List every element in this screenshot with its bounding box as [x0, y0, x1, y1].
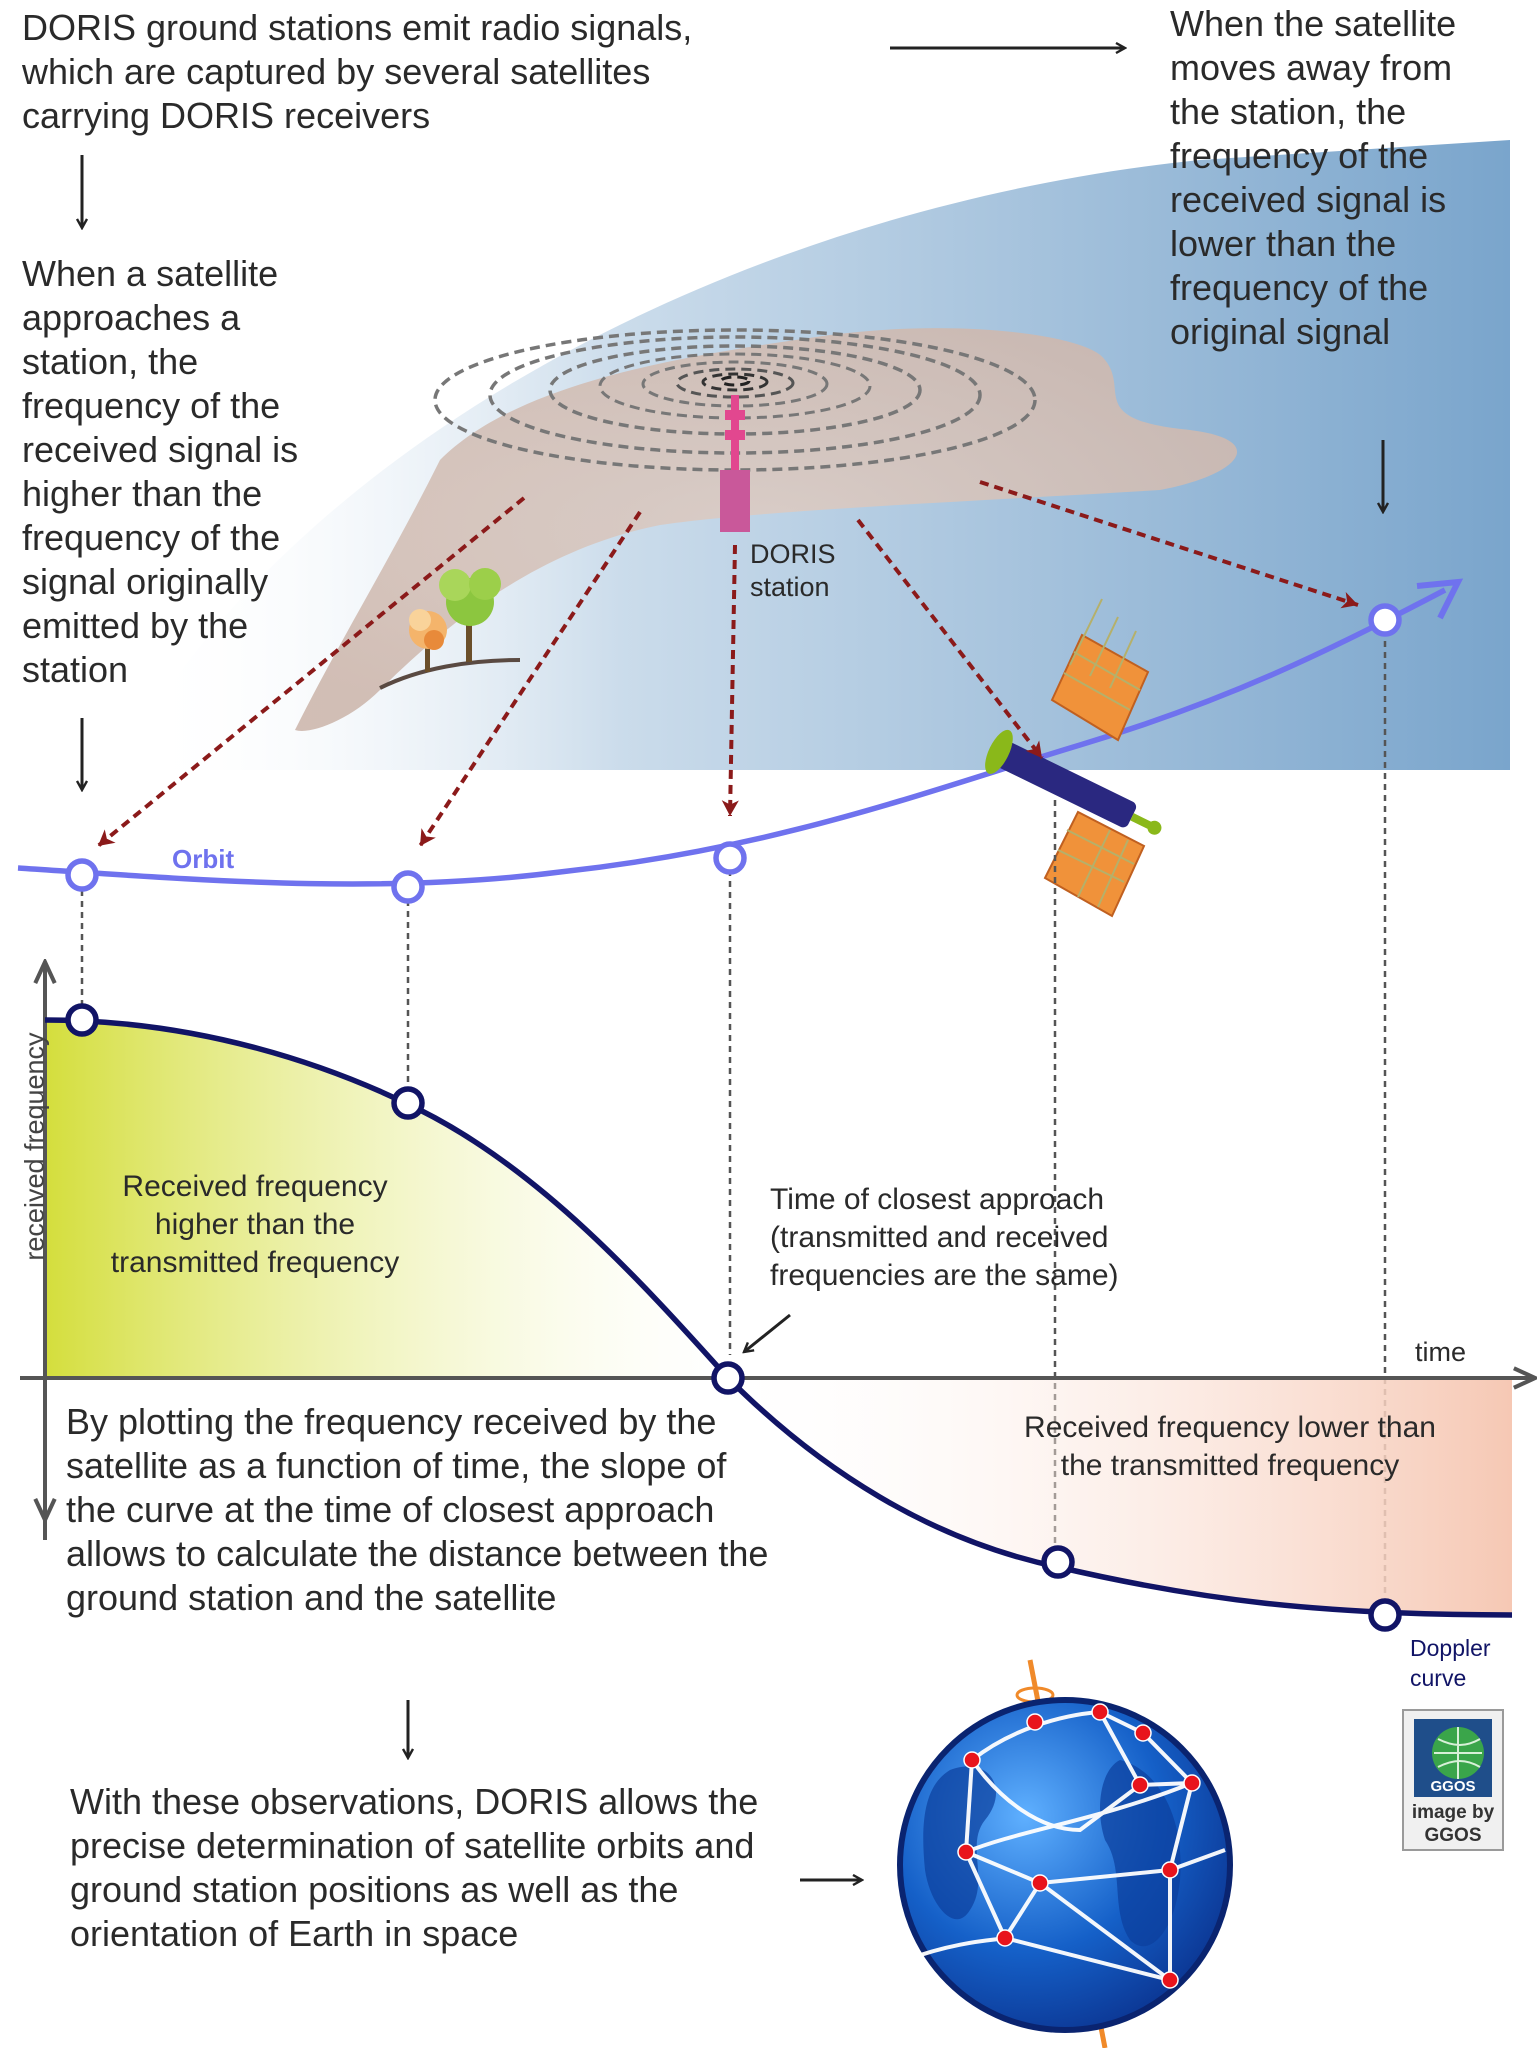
x-axis-label: time [1415, 1337, 1467, 1367]
intro-text: DORIS ground stations emit radio signals… [22, 7, 693, 136]
recede-text: When the satellite moves away from the s… [1170, 3, 1457, 352]
land-mass [295, 328, 1238, 731]
conclusion-text: With these observations, DORIS allows th… [70, 1781, 759, 1954]
lower-region-label: Received frequency lower than the transm… [1024, 1411, 1436, 1482]
network-nodes [957, 1703, 1201, 1989]
doppler-curve-label: Doppler curve [1410, 1635, 1491, 1691]
orbit-label: Orbit [172, 844, 235, 874]
ggos-credit-badge: GGOS image by GGOS [1402, 1709, 1504, 1851]
orbit-line [17, 587, 1447, 887]
ggos-logo: GGOS [1414, 1719, 1492, 1797]
lower-region [728, 1378, 1512, 1615]
ggos-globe-icon [1432, 1727, 1484, 1779]
station-label: DORIS station [750, 539, 836, 602]
station-icon [720, 395, 750, 532]
higher-region [45, 1020, 728, 1378]
approach-text: When a satellite approaches a station, t… [22, 253, 299, 690]
flow-arrows [82, 48, 1383, 1880]
closest-approach-label: Time of closest approach (transmitted an… [770, 1183, 1119, 1292]
y-axis-label: received frequency [19, 1032, 50, 1261]
signal-arrows [96, 480, 1359, 848]
doppler-points [65, 1003, 1402, 1632]
ggos-credit-caption: image by GGOS [1411, 1802, 1495, 1846]
slope-text: By plotting the frequency received by th… [66, 1401, 769, 1618]
orbit-arrow-head [1416, 578, 1464, 620]
tree-icon [379, 568, 521, 690]
solar-panel-grid [1057, 598, 1141, 908]
higher-region-label: Received frequency higher than the trans… [110, 1170, 400, 1279]
ggos-logo-text: GGOS [1430, 1778, 1476, 1795]
orbit-points [65, 603, 1402, 904]
